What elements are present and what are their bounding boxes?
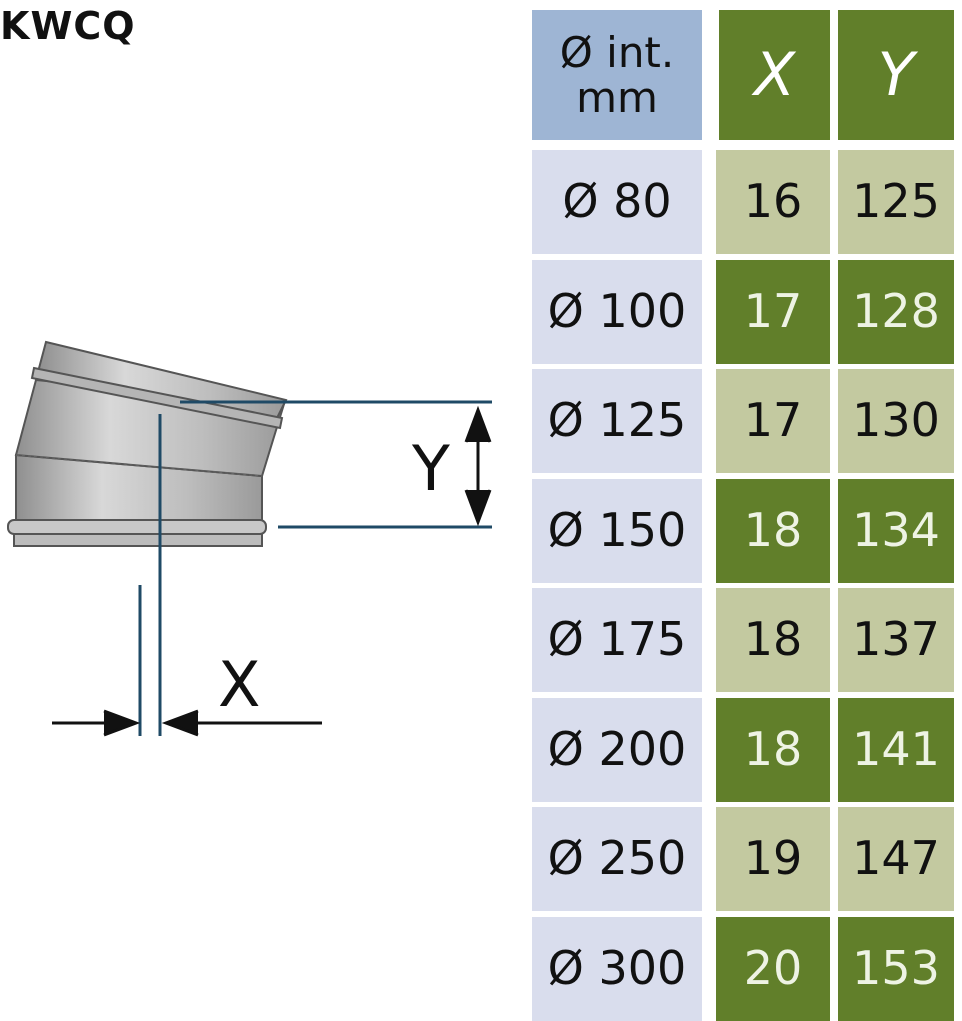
y-value-cell: 137	[838, 588, 954, 692]
x-value-cell: 20	[716, 917, 830, 1021]
diameter-cell: Ø 100	[532, 260, 702, 364]
y-dimension-arrow	[464, 405, 492, 527]
header-diameter-line1: Ø int.	[559, 27, 675, 77]
x-value-cell: 19	[716, 807, 830, 911]
duct-bend-diagram: Y X	[7, 340, 492, 737]
x-dimension-arrows	[52, 709, 322, 737]
diameter-cell: Ø 175	[532, 588, 702, 692]
y-value-cell: 147	[838, 807, 954, 911]
diameter-cell: Ø 80	[532, 150, 702, 254]
diameter-cell: Ø 250	[532, 807, 702, 911]
y-value-cell: 153	[838, 917, 954, 1021]
diameter-cell: Ø 200	[532, 698, 702, 802]
diameter-cell: Ø 150	[532, 479, 702, 583]
y-dimension-label: Y	[411, 432, 450, 505]
y-value-cell: 125	[838, 150, 954, 254]
product-code-title: KWCQ	[0, 4, 136, 48]
header-y: Y	[838, 10, 954, 140]
duct-bottom-bead	[7, 519, 267, 535]
y-value-cell: 134	[838, 479, 954, 583]
x-value-cell: 18	[716, 698, 830, 802]
x-value-cell: 18	[716, 479, 830, 583]
x-dimension-label: X	[218, 648, 260, 721]
diameter-cell: Ø 300	[532, 917, 702, 1021]
x-value-cell: 17	[716, 260, 830, 364]
header-diameter-line2: mm	[576, 73, 658, 122]
x-value-cell: 17	[716, 369, 830, 473]
y-value-cell: 141	[838, 698, 954, 802]
y-value-cell: 128	[838, 260, 954, 364]
x-value-cell: 18	[716, 588, 830, 692]
y-value-cell: 130	[838, 369, 954, 473]
duct-bottom-rim	[13, 533, 263, 547]
x-value-cell: 16	[716, 150, 830, 254]
diameter-cell: Ø 125	[532, 369, 702, 473]
header-x: X	[719, 10, 830, 140]
header-diameter: Ø int. mm	[532, 10, 702, 140]
